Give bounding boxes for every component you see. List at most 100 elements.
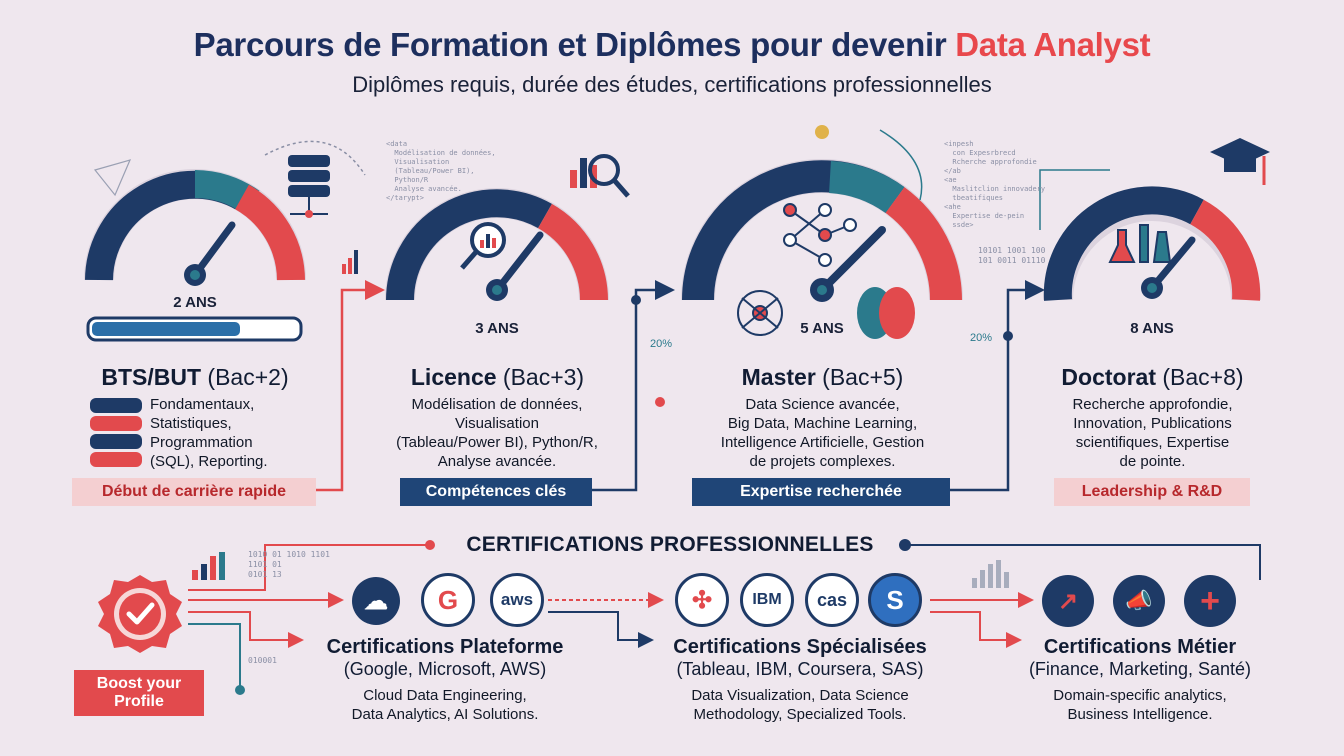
- database-stack-icon: [90, 398, 142, 467]
- sas-icon: S: [868, 573, 922, 627]
- connector-2-3: [590, 280, 675, 492]
- degree-level: (Bac+8): [1155, 364, 1244, 390]
- desc-line: de pointe.: [1119, 453, 1186, 470]
- connector-1-2: [300, 280, 385, 492]
- desc-line: Domain-specific analytics,: [1053, 687, 1227, 704]
- degree-name: Master: [741, 364, 816, 390]
- desc-line: Innovation, Publications: [1073, 415, 1232, 432]
- binary-text-2: 010001: [248, 656, 277, 665]
- desc-line: Modélisation de données,: [411, 396, 583, 413]
- ribbon-licence: Compétences clés: [400, 478, 592, 506]
- degree-name: Licence: [410, 364, 497, 390]
- cert-line-left: [188, 544, 430, 591]
- percent-label: 20%: [970, 332, 993, 344]
- desc-line: Methodology, Specialized Tools.: [693, 706, 907, 723]
- gray-bars-icon: [972, 560, 1009, 588]
- desc-line: Cloud Data Engineering,: [363, 687, 527, 704]
- code-snippet-right: <inpesh con Expesrbrecd Rcherche approfo…: [944, 140, 1046, 229]
- desc-line: Statistiques,: [150, 415, 232, 432]
- megaphone-icon: 📣: [1113, 575, 1165, 627]
- title-accent: Data Analyst: [955, 26, 1151, 63]
- certifications-header: CERTIFICATIONS PROFESSIONNELLES: [466, 533, 874, 556]
- percent-label: 20%: [650, 338, 673, 350]
- degree-level: (Bac+2): [201, 364, 289, 390]
- graduation-cap-icon: [1210, 138, 1270, 185]
- checkmark-badge-icon: [98, 575, 182, 653]
- ribbon-doctorat: Leadership & R&D: [1054, 478, 1250, 506]
- category-sub-plateforme: (Google, Microsoft, AWS): [343, 659, 547, 679]
- growth-bars-icon: [192, 552, 225, 580]
- desc-line: Business Intelligence.: [1067, 706, 1213, 723]
- degree-desc-licence: Modélisation de données, Visualisation (…: [362, 395, 632, 471]
- progress-bar-fill: [92, 322, 240, 336]
- desc-line: (SQL), Reporting.: [150, 453, 268, 470]
- boost-profile-label: Boost your Profile: [74, 670, 204, 716]
- health-cross-icon: +: [1184, 575, 1236, 627]
- degree-desc-master: Data Science avancée, Big Data, Machine …: [690, 395, 955, 471]
- gauge-bts: [84, 169, 306, 286]
- gauge-doctorat: [1043, 186, 1261, 301]
- category-title-metier: Certifications Métier: [1043, 636, 1237, 658]
- binary-text-3: 10101 1001 100 101 0011 01110: [978, 246, 1046, 265]
- google-cloud-icon: G: [421, 573, 475, 627]
- connector-3-4: [950, 280, 1045, 492]
- page-title: Parcours de Formation et Diplômes pour d…: [0, 26, 1344, 64]
- molecule-icon: [737, 290, 783, 336]
- database-icon: [288, 155, 330, 218]
- degree-level: (Bac+5): [815, 364, 904, 390]
- cert-line-right: [905, 544, 1261, 580]
- aws-icon: aws: [490, 573, 544, 627]
- page-subtitle: Diplômes requis, durée des études, certi…: [352, 72, 992, 97]
- code-snippet-left: <data Modélisation de données, Visualisa…: [386, 140, 496, 202]
- desc-line: Recherche approfondie,: [1072, 396, 1233, 413]
- degree-title-bts: BTS/BUT (Bac+2): [70, 364, 320, 391]
- category-sub-metier: (Finance, Marketing, Santé): [1028, 659, 1252, 679]
- neural-network-icon: [783, 203, 857, 267]
- coursera-icon: cas: [805, 573, 859, 627]
- magnifier-chart-icon: [460, 222, 506, 270]
- binary-text-1: 1010 01 1010 1101 1101 01 0101 13: [248, 550, 330, 579]
- gauge-licence: [385, 188, 609, 301]
- bar-chart-icon: [570, 154, 630, 198]
- category-desc-metier: Domain-specific analytics, Business Inte…: [1000, 686, 1280, 724]
- degree-level: (Bac+3): [496, 364, 585, 390]
- small-bars-icon: [342, 250, 358, 274]
- degree-title-licence: Licence (Bac+3): [370, 364, 625, 391]
- degree-desc-doctorat: Recherche approfondie, Innovation, Publi…: [1040, 395, 1265, 471]
- boost-line: Boost your: [96, 675, 182, 692]
- ibm-icon: IBM: [740, 573, 794, 627]
- degree-desc-bts: Fondamentaux, Statistiques, Programmatio…: [150, 395, 290, 471]
- years-label: 2 ANS: [173, 294, 217, 311]
- desc-line: Programmation: [150, 434, 253, 451]
- gauge-master: [681, 125, 963, 302]
- desc-line: Data Analytics, AI Solutions.: [351, 706, 539, 723]
- boost-line: Profile: [114, 693, 164, 710]
- desc-line: scientifiques, Expertise: [1075, 434, 1230, 451]
- years-label: 5 ANS: [800, 320, 844, 337]
- degree-title-doctorat: Doctorat (Bac+8): [1030, 364, 1275, 391]
- desc-line: Data Science avancée,: [745, 396, 900, 413]
- ribbon-bts: Début de carrière rapide: [72, 478, 316, 506]
- degree-name: BTS/BUT: [101, 364, 202, 390]
- category-desc-plateforme: Cloud Data Engineering, Data Analytics, …: [300, 686, 590, 724]
- desc-line: Big Data, Machine Learning,: [727, 415, 918, 432]
- desc-line: Visualisation: [455, 415, 539, 432]
- desc-line: Analyse avancée.: [437, 453, 557, 470]
- lab-flask-icon: [1108, 224, 1172, 263]
- brain-icon: [857, 287, 915, 339]
- finance-chart-icon: ↗: [1042, 575, 1094, 627]
- degree-name: Doctorat: [1061, 364, 1156, 390]
- desc-line: Intelligence Artificielle, Gestion: [720, 434, 925, 451]
- desc-line: de projets complexes.: [749, 453, 896, 470]
- ribbon-master: Expertise recherchée: [692, 478, 950, 506]
- title-main: Parcours de Formation et Diplômes pour d…: [193, 26, 956, 63]
- cloud-upload-icon: ☁: [352, 577, 400, 625]
- category-desc-specialisees: Data Visualization, Data Science Methodo…: [640, 686, 960, 724]
- category-title-specialisees: Certifications Spécialisées: [673, 636, 927, 658]
- desc-line: Fondamentaux,: [150, 396, 255, 413]
- tableau-icon: ✣: [675, 573, 729, 627]
- desc-line: Data Visualization, Data Science: [691, 687, 909, 704]
- degree-title-master: Master (Bac+5): [700, 364, 945, 391]
- desc-line: (Tableau/Power BI), Python/R,: [396, 434, 598, 451]
